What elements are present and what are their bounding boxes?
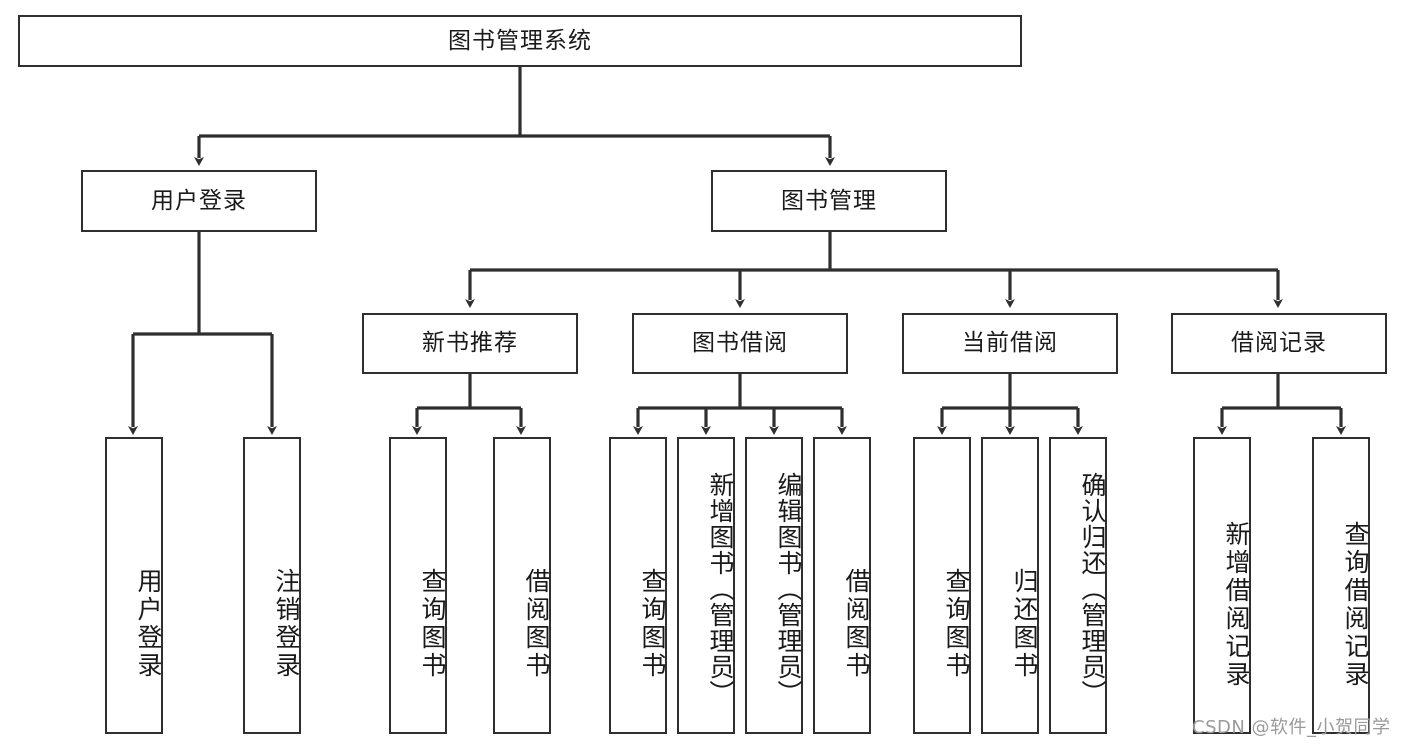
node-leaf-add-book[interactable]: 新增图书（管理员） [677,437,735,734]
node-leaf-edit-book[interactable]: 编辑图书（管理员） [745,437,803,734]
node-label: 借阅记录 [1231,330,1327,357]
node-label: 借阅图书 [522,567,551,680]
node-label: 注销登录 [272,567,301,680]
node-label: 新增借阅记录 [1222,520,1251,689]
node-user-login[interactable]: 用户登录 [81,170,317,232]
node-leaf-query-book-2[interactable]: 查询图书 [609,437,667,734]
node-label: 用户登录 [134,567,163,680]
node-label: 编辑图书（管理员） [774,471,803,706]
node-leaf-add-record[interactable]: 新增借阅记录 [1193,437,1251,734]
node-label: 图书管理系统 [448,27,592,54]
node-leaf-borrow-book-1[interactable]: 借阅图书 [493,437,551,734]
node-label: 查询图书 [942,567,971,680]
node-book-manage[interactable]: 图书管理 [711,170,947,232]
node-leaf-user-login[interactable]: 用户登录 [105,437,163,734]
node-label: 借阅图书 [842,567,871,680]
node-label: 查询图书 [418,567,447,680]
node-leaf-query-book-1[interactable]: 查询图书 [389,437,447,734]
node-book-borrow[interactable]: 图书借阅 [632,313,848,374]
node-current-borrow[interactable]: 当前借阅 [902,313,1118,374]
node-leaf-query-book-3[interactable]: 查询图书 [913,437,971,734]
node-label: 用户登录 [151,187,247,214]
node-borrow-record[interactable]: 借阅记录 [1171,313,1387,374]
node-label: 新书推荐 [422,330,518,357]
node-label: 查询借阅记录 [1341,520,1370,689]
node-label: 图书借阅 [692,330,788,357]
node-leaf-borrow-book-2[interactable]: 借阅图书 [813,437,871,734]
node-root-system[interactable]: 图书管理系统 [18,15,1022,67]
node-leaf-confirm-return[interactable]: 确认归还（管理员） [1049,437,1107,734]
node-label: 确认归还（管理员） [1078,471,1107,706]
node-label: 图书管理 [781,187,877,214]
node-leaf-query-record[interactable]: 查询借阅记录 [1312,437,1370,734]
node-label: 新增图书（管理员） [706,471,735,706]
node-label: 当前借阅 [962,330,1058,357]
node-new-book-rec[interactable]: 新书推荐 [362,313,578,374]
node-leaf-logout[interactable]: 注销登录 [243,437,301,734]
node-label: 归还图书 [1010,567,1039,680]
node-leaf-return-book[interactable]: 归还图书 [981,437,1039,734]
node-label: 查询图书 [638,567,667,680]
csdn-watermark: CSDN @软件_小贺同学 [1192,717,1391,738]
